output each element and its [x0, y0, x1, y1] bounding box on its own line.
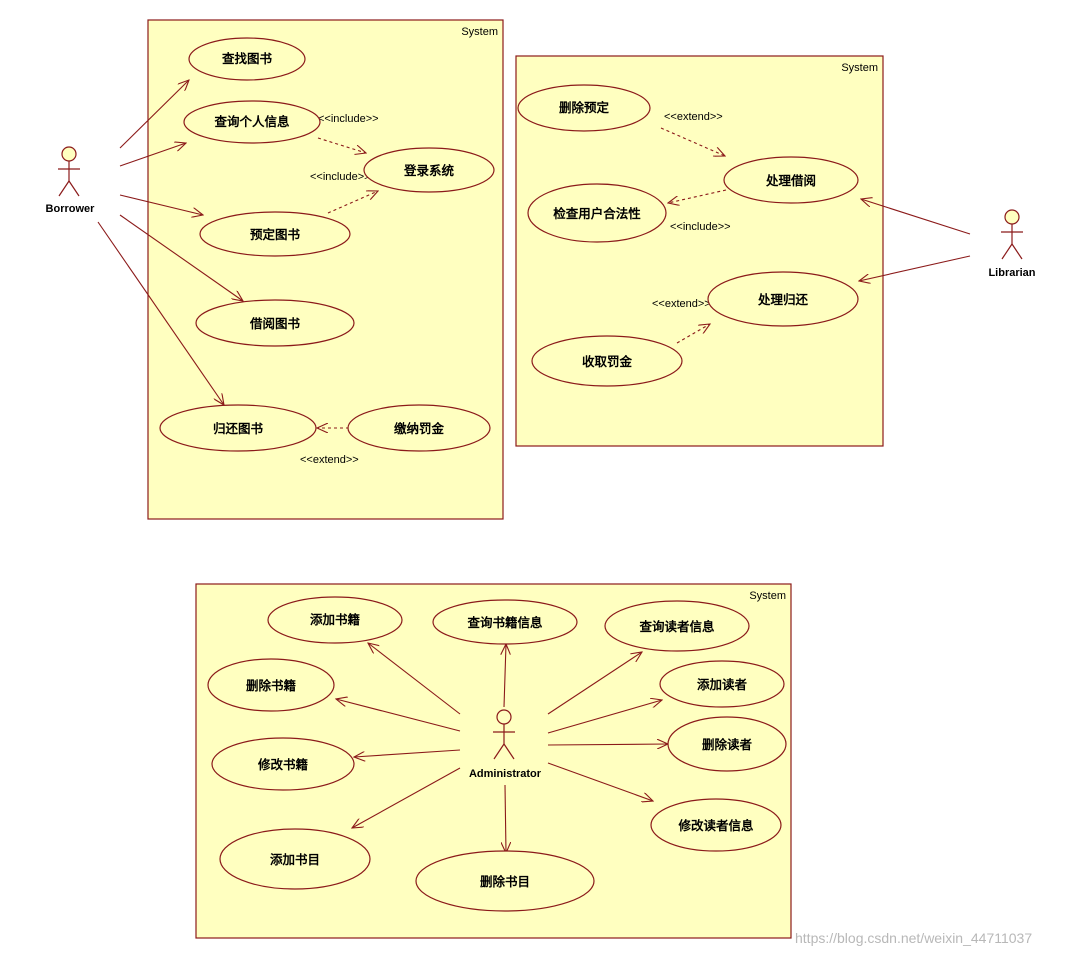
use-case-label: 修改书籍 — [257, 757, 309, 772]
use-case-check-user-validity[interactable]: 检查用户合法性 — [527, 183, 667, 243]
dependency-lines — [317, 127, 727, 428]
actor-borrower[interactable]: Borrower — [46, 146, 96, 215]
use-case-label: 查询书籍信息 — [466, 615, 543, 630]
use-case-return-book[interactable]: 归还图书 — [159, 404, 317, 452]
use-case-login-system[interactable]: 登录系统 — [363, 147, 495, 193]
assoc-admin-delete-catalog — [505, 784, 506, 853]
use-case-label: 处理借阅 — [765, 173, 816, 188]
use-case-label: 添加读者 — [697, 677, 748, 692]
actor-label: Borrower — [46, 203, 96, 215]
actor-label: Librarian — [988, 267, 1035, 279]
assoc-admin-add-books — [368, 643, 461, 715]
use-case-label: 添加书目 — [270, 852, 320, 867]
use-case-label: 删除书目 — [480, 874, 530, 889]
use-case-label: 缴纳罚金 — [394, 421, 445, 436]
stereotype-label: <<extend>> — [300, 454, 359, 466]
system-label: System — [841, 62, 878, 74]
use-case-label: 借阅图书 — [249, 316, 301, 331]
stereotype-label: <<include>> — [670, 221, 731, 233]
dep-include-check-user — [668, 189, 727, 203]
assoc-admin-query-book-info — [504, 644, 506, 708]
use-case-add-catalog[interactable]: 添加书目 — [219, 828, 371, 890]
use-case-borrow-book[interactable]: 借阅图书 — [195, 299, 355, 347]
use-case-delete-reservation[interactable]: 删除预定 — [517, 84, 651, 132]
actor-administrator[interactable]: Administrator — [469, 709, 542, 780]
dep-include-query-to-login — [317, 137, 366, 153]
actor-head-icon — [496, 709, 512, 725]
assoc-admin-add-catalog — [352, 767, 461, 828]
use-case-collect-fine[interactable]: 收取罚金 — [531, 335, 683, 387]
use-case-label: 删除读者 — [702, 737, 753, 752]
use-case-delete-reader[interactable]: 删除读者 — [667, 716, 787, 772]
use-case-label: 归还图书 — [213, 421, 264, 436]
assoc-borrower-find-book — [119, 80, 189, 149]
stereotype-label: <<include>> — [318, 113, 379, 125]
stereotype-label: <<extend>> — [664, 111, 723, 123]
assoc-admin-modify-books — [354, 749, 461, 757]
stereotype-labels: <<include>> <<include>> <<extend>> <<ext… — [300, 111, 731, 466]
use-case-label: 查询读者信息 — [638, 619, 715, 634]
assoc-borrower-query-personal-info — [119, 143, 186, 167]
use-case-pay-fine[interactable]: 缴纳罚金 — [347, 404, 491, 452]
use-case-label: 添加书籍 — [310, 612, 361, 627]
dep-extend-collect-fine — [676, 324, 710, 344]
system-label: System — [461, 26, 498, 38]
use-case-delete-catalog[interactable]: 删除书目 — [415, 850, 595, 912]
use-case-query-reader-info[interactable]: 查询读者信息 — [604, 600, 750, 652]
use-case-label: 查询个人信息 — [213, 114, 290, 129]
assoc-borrower-reserve-book — [119, 194, 203, 215]
assoc-borrower-borrow-book — [119, 214, 243, 301]
assoc-librarian-process-borrow — [861, 199, 971, 235]
use-case-label: 查找图书 — [221, 51, 273, 66]
use-case-label: 删除预定 — [559, 100, 610, 115]
system-label: System — [749, 590, 786, 602]
use-case-query-personal-info[interactable]: 查询个人信息 — [183, 100, 321, 144]
use-case-modify-reader-info[interactable]: 修改读者信息 — [650, 798, 782, 852]
use-case-process-return[interactable]: 处理归还 — [707, 271, 859, 327]
use-case-add-books[interactable]: 添加书籍 — [267, 596, 403, 644]
use-case-delete-books[interactable]: 删除书籍 — [207, 658, 335, 712]
assoc-admin-modify-reader-info — [547, 762, 653, 801]
use-case-label: 处理归还 — [757, 292, 809, 307]
use-case-label: 修改读者信息 — [677, 818, 754, 833]
use-case-query-book-info[interactable]: 查询书籍信息 — [432, 599, 578, 645]
assoc-admin-delete-reader — [547, 744, 668, 745]
actor-head-icon — [61, 146, 77, 162]
assoc-admin-add-reader — [547, 700, 662, 734]
use-case-add-reader[interactable]: 添加读者 — [659, 660, 785, 708]
assoc-admin-query-reader-info — [547, 652, 642, 715]
stereotype-label: <<extend>> — [652, 298, 711, 310]
use-case-find-book[interactable]: 查找图书 — [188, 37, 306, 81]
watermark-text: https://blog.csdn.net/weixin_44711037 — [795, 930, 1033, 946]
stereotype-label: <<include>> — [310, 171, 371, 183]
use-case-label: 删除书籍 — [246, 678, 297, 693]
assoc-borrower-return-book — [97, 221, 224, 405]
use-case-label: 预定图书 — [250, 227, 301, 242]
use-case-label: 登录系统 — [403, 163, 455, 178]
use-case-modify-books[interactable]: 修改书籍 — [211, 737, 355, 791]
actor-head-icon — [1004, 209, 1020, 225]
actor-label: Administrator — [469, 768, 542, 780]
use-case-process-borrow[interactable]: 处理借阅 — [723, 156, 859, 204]
assoc-admin-delete-books — [336, 699, 461, 732]
association-lines — [97, 80, 971, 853]
assoc-librarian-process-return — [859, 255, 971, 281]
use-case-reserve-book[interactable]: 预定图书 — [199, 211, 351, 257]
use-case-label: 收取罚金 — [582, 354, 633, 369]
actor-librarian[interactable]: Librarian — [988, 209, 1036, 279]
use-case-label: 检查用户合法性 — [553, 206, 641, 221]
